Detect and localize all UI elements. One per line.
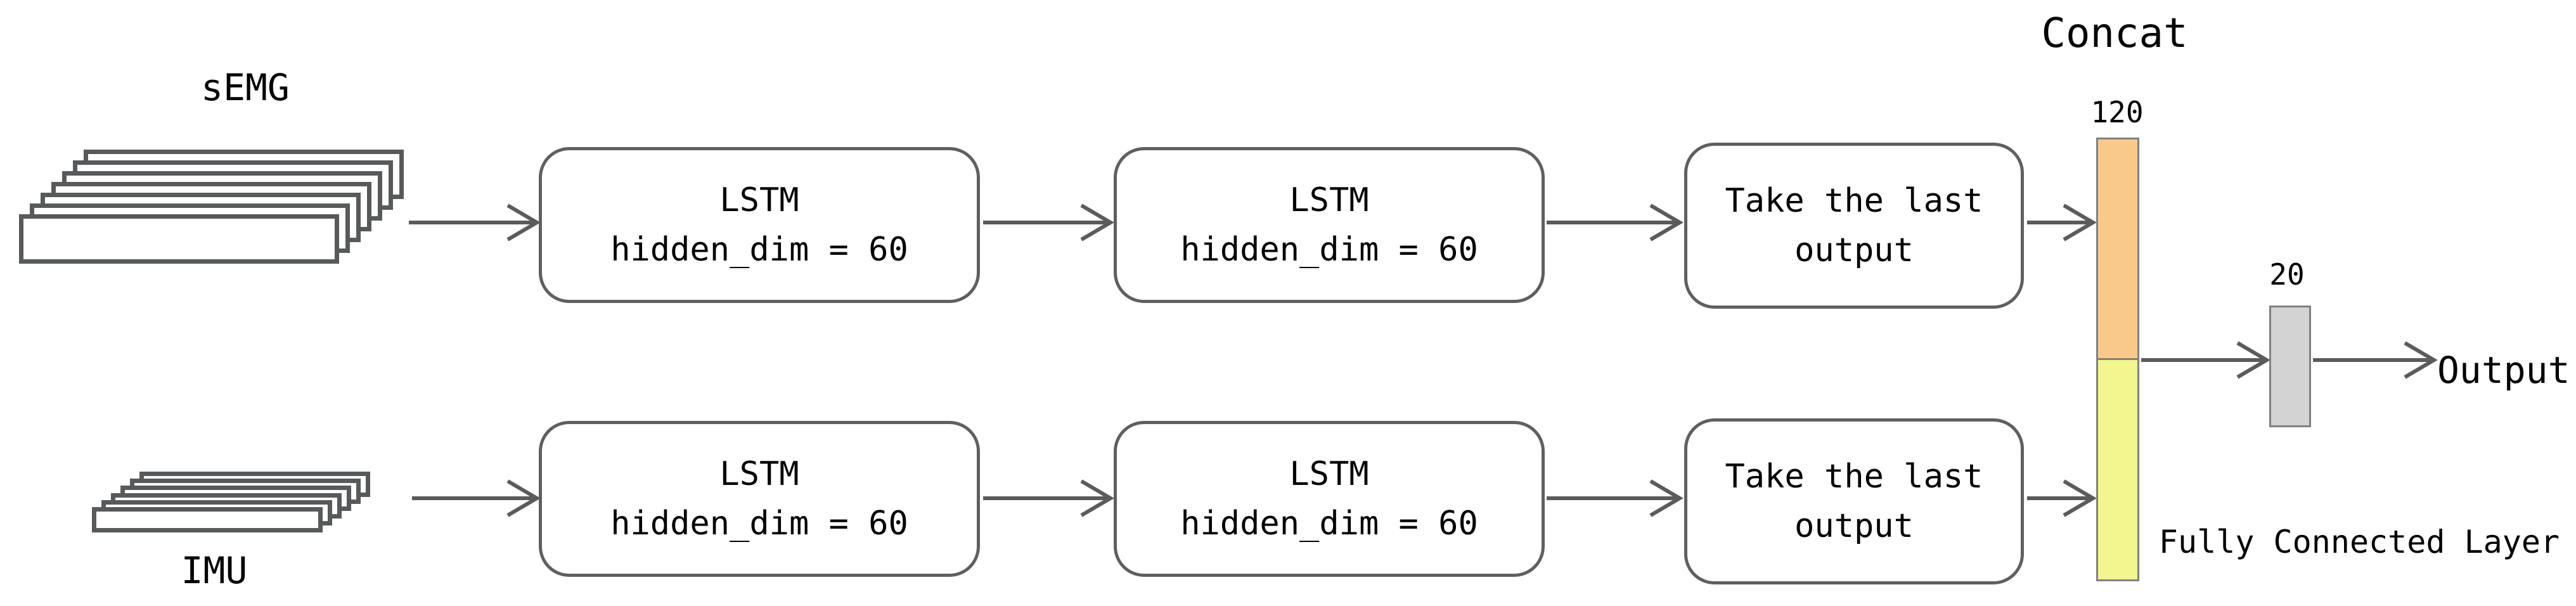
take-last-output-box-imu: Take the last output bbox=[1684, 418, 2024, 584]
concat-title: Concat bbox=[2041, 10, 2188, 57]
take-last-line2: output bbox=[1794, 507, 1914, 545]
lstm-box-title: LSTM bbox=[719, 454, 799, 493]
lstm-box-subtitle: hidden_dim = 60 bbox=[1180, 231, 1478, 269]
arrow-head bbox=[2063, 479, 2097, 517]
take-last-line1: Take the last bbox=[1725, 457, 1983, 496]
concat-vector-semg-segment bbox=[2096, 138, 2139, 360]
take-last-output-box-semg: Take the last output bbox=[1684, 143, 2024, 309]
lstm-box-title: LSTM bbox=[719, 181, 799, 219]
arrow-head bbox=[1649, 203, 1684, 242]
output-label: Output bbox=[2437, 349, 2570, 392]
imu-stack-icon bbox=[92, 472, 371, 533]
stack-sheet bbox=[19, 214, 339, 264]
fc-layer-caption: Fully Connected Layer bbox=[2158, 524, 2560, 560]
concat-dim-label: 120 bbox=[2090, 95, 2144, 129]
arrow-head bbox=[2404, 341, 2438, 379]
lstm-box-subtitle: hidden_dim = 60 bbox=[610, 505, 908, 543]
fc-layer-bar bbox=[2269, 306, 2311, 427]
lstm-box-title: LSTM bbox=[1289, 181, 1369, 219]
arrow-head bbox=[506, 203, 541, 242]
lstm-box-title: LSTM bbox=[1289, 454, 1369, 493]
lstm-box-subtitle: hidden_dim = 60 bbox=[1180, 505, 1478, 543]
lstm-box-imu-1: LSTM hidden_dim = 60 bbox=[539, 421, 980, 577]
arrow-head bbox=[1080, 203, 1114, 242]
semg-stack-icon bbox=[19, 150, 408, 265]
arrow-head bbox=[2063, 203, 2097, 242]
lstm-box-imu-2: LSTM hidden_dim = 60 bbox=[1114, 421, 1545, 577]
arrow-head bbox=[1649, 479, 1684, 517]
take-last-line2: output bbox=[1794, 231, 1914, 269]
imu-input-label: IMU bbox=[181, 549, 248, 592]
lstm-box-subtitle: hidden_dim = 60 bbox=[610, 231, 908, 269]
arrow-head bbox=[2236, 341, 2270, 379]
arrow-head bbox=[1080, 479, 1114, 517]
lstm-box-semg-1: LSTM hidden_dim = 60 bbox=[539, 147, 980, 303]
concat-vector-imu-segment bbox=[2096, 358, 2139, 581]
take-last-line1: Take the last bbox=[1725, 181, 1983, 220]
semg-input-label: sEMG bbox=[201, 66, 290, 109]
stack-sheet bbox=[92, 507, 323, 532]
fc-dim-label: 20 bbox=[2269, 257, 2305, 292]
lstm-box-semg-2: LSTM hidden_dim = 60 bbox=[1114, 147, 1545, 303]
arrow-head bbox=[506, 479, 541, 517]
